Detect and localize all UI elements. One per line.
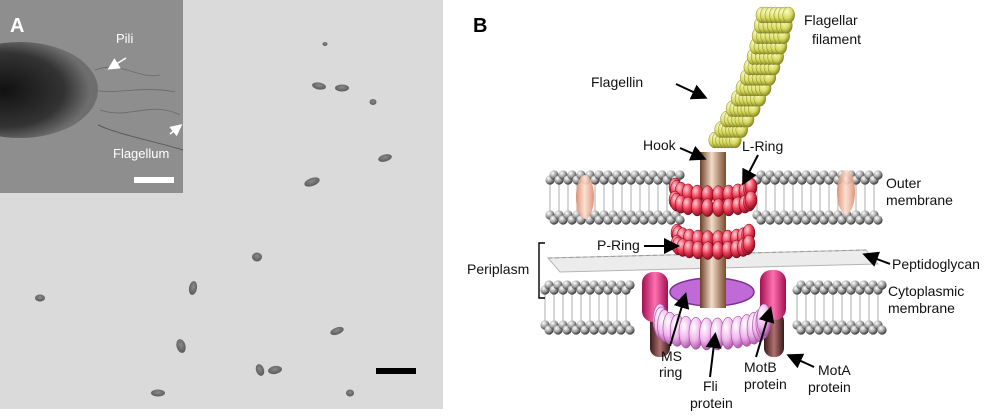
flagellin-subunit: [782, 6, 795, 24]
fli-protein-label-1: Fli: [703, 378, 718, 394]
inset-micrograph: Pili Flagellum: [0, 0, 184, 193]
pili-label: Pili: [116, 31, 133, 46]
hook-label: Hook: [643, 137, 677, 153]
outer-membrane-label-1: Outer: [886, 175, 921, 191]
flagellar-filament: [708, 6, 795, 149]
periplasm-bracket: [538, 242, 545, 299]
panel-a-letter: A: [10, 15, 24, 37]
hook-rod: [700, 152, 726, 308]
cytoplasmic-membrane-label-1: Cytoplasmic: [888, 283, 964, 299]
scale-bar: [376, 368, 416, 374]
lipid-head: [625, 280, 635, 290]
lipid-head: [877, 325, 887, 335]
l-ring-label: L-Ring: [742, 138, 783, 154]
cytoplasmic-membrane: [540, 280, 887, 335]
outer-membrane-label-2: membrane: [886, 192, 953, 208]
periplasm-label: Periplasm: [467, 261, 529, 277]
l-ring-bead: [744, 190, 758, 210]
panel-a: Pili Flagellum A: [0, 0, 443, 409]
motb-protein-label-1: MotB: [744, 359, 777, 375]
p-ring-bead: [742, 234, 756, 254]
lipid-head: [625, 325, 635, 335]
mota-protein-label-1: MotA: [818, 362, 851, 378]
lipid-head: [877, 280, 887, 290]
ms-ring-label-1: MS: [661, 348, 682, 364]
flagellum-label: Flagellum: [113, 146, 169, 161]
lipid-head: [675, 170, 685, 180]
flagellar-filament-label-2: filament: [812, 31, 861, 47]
l-ring-bead: [701, 198, 714, 217]
flagellar-filament-label-1: Flagellar: [804, 12, 858, 28]
outer-membrane: [545, 170, 883, 225]
fli-protein-label-2: protein: [690, 395, 733, 411]
flagellin-label: Flagellin: [591, 74, 643, 90]
porin-left: [576, 175, 594, 219]
mota-protein-label-2: protein: [808, 379, 851, 395]
lipid-head: [873, 170, 883, 180]
lipid-head: [675, 215, 685, 225]
porin-right: [837, 170, 855, 214]
bacteria-cells: [35, 42, 392, 397]
lipid-head: [873, 215, 883, 225]
p-ring: [670, 223, 756, 260]
panel-b-letter: B: [473, 15, 487, 37]
panel-b: B Flagellar filament Flage: [467, 6, 980, 411]
peptidoglycan-label: Peptidoglycan: [892, 256, 980, 272]
motb-protein-label-2: protein: [744, 376, 787, 392]
p-ring-label: P-Ring: [597, 237, 640, 253]
inset-scale-bar: [134, 177, 174, 183]
cytoplasmic-membrane-label-2: membrane: [888, 300, 955, 316]
ms-ring-label-2: ring: [659, 364, 682, 380]
